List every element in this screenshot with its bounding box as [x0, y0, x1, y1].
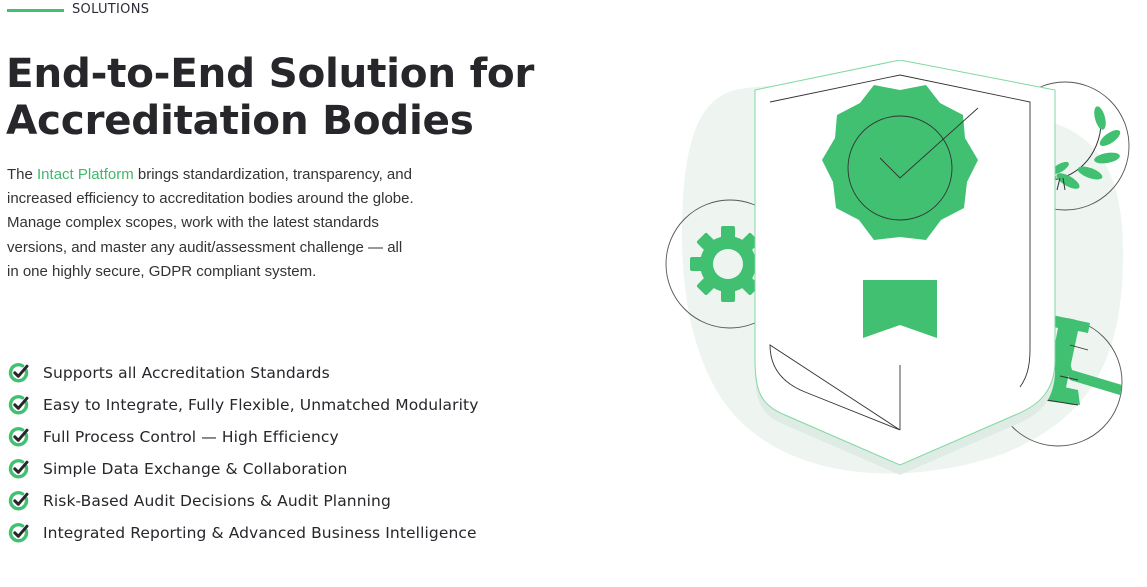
- award-badge-icon: [822, 85, 979, 338]
- title-line-2: Accreditation Bodies: [6, 96, 474, 144]
- feature-label: Easy to Integrate, Fully Flexible, Unmat…: [43, 396, 479, 414]
- shield-award-illustration: [665, 60, 1130, 475]
- title-line-1: End-to-End Solution for: [6, 49, 535, 97]
- intro-prefix: The: [7, 166, 38, 183]
- section-eyebrow: SOLUTIONS: [7, 1, 149, 17]
- check-circle-icon: [8, 491, 29, 511]
- feature-label: Integrated Reporting & Advanced Business…: [43, 524, 477, 542]
- intact-platform-link[interactable]: Intact Platform: [37, 166, 134, 183]
- check-circle-icon: [8, 363, 29, 383]
- feature-item: Full Process Control — High Efficiency: [8, 421, 479, 453]
- eyebrow-label: SOLUTIONS: [72, 1, 150, 17]
- feature-item: Risk-Based Audit Decisions & Audit Plann…: [8, 485, 479, 517]
- feature-item: Easy to Integrate, Fully Flexible, Unmat…: [8, 389, 479, 421]
- page-title: End-to-End Solution for Accreditation Bo…: [6, 50, 534, 144]
- check-circle-icon: [8, 459, 29, 479]
- feature-item: Supports all Accreditation Standards: [8, 357, 479, 389]
- check-circle-icon: [8, 395, 29, 415]
- feature-label: Simple Data Exchange & Collaboration: [43, 460, 348, 478]
- feature-label: Full Process Control — High Efficiency: [43, 428, 339, 446]
- feature-label: Supports all Accreditation Standards: [43, 364, 330, 382]
- feature-item: Simple Data Exchange & Collaboration: [8, 453, 479, 485]
- shield-inner-outline: [769, 74, 1031, 431]
- intro-body: brings standardization, transparency, an…: [7, 166, 414, 280]
- check-circle-icon: [8, 523, 29, 543]
- feature-label: Risk-Based Audit Decisions & Audit Plann…: [43, 492, 391, 510]
- feature-list: Supports all Accreditation Standards Eas…: [8, 357, 479, 549]
- check-circle-icon: [8, 427, 29, 447]
- intro-paragraph: The Intact Platform brings standardizati…: [7, 163, 417, 284]
- feature-item: Integrated Reporting & Advanced Business…: [8, 517, 479, 549]
- eyebrow-accent-bar: [7, 9, 64, 12]
